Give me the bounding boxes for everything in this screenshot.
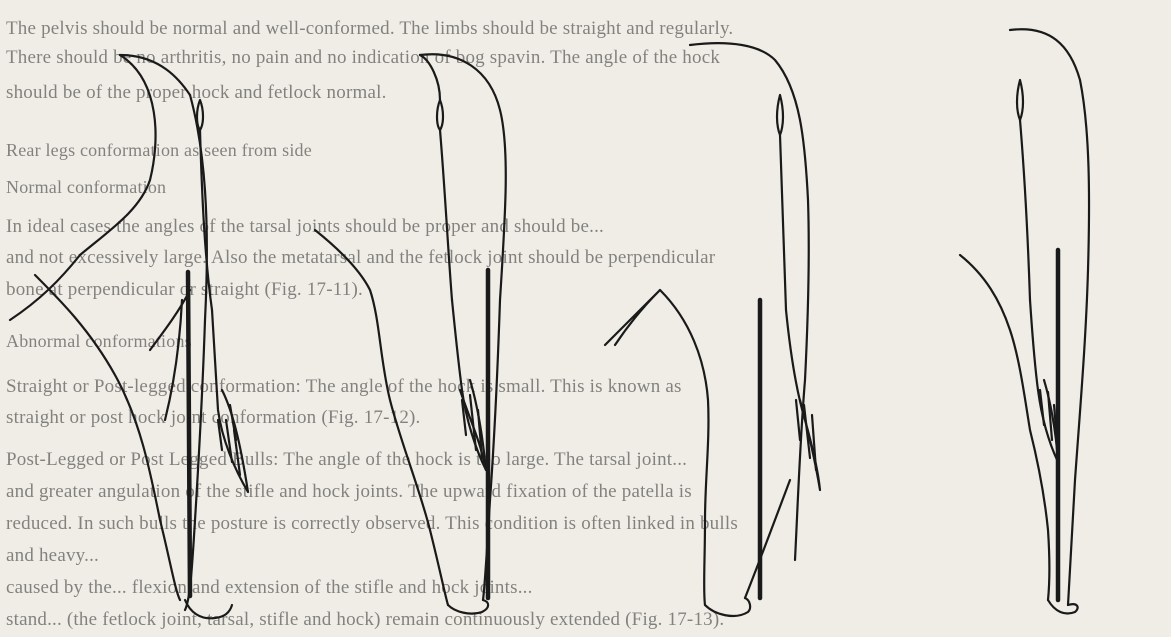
limb-drawing-2: [315, 54, 506, 613]
limb-drawing-1: [10, 55, 248, 618]
limb-drawing-4: [960, 29, 1089, 613]
limb-drawing-3: [605, 43, 820, 616]
